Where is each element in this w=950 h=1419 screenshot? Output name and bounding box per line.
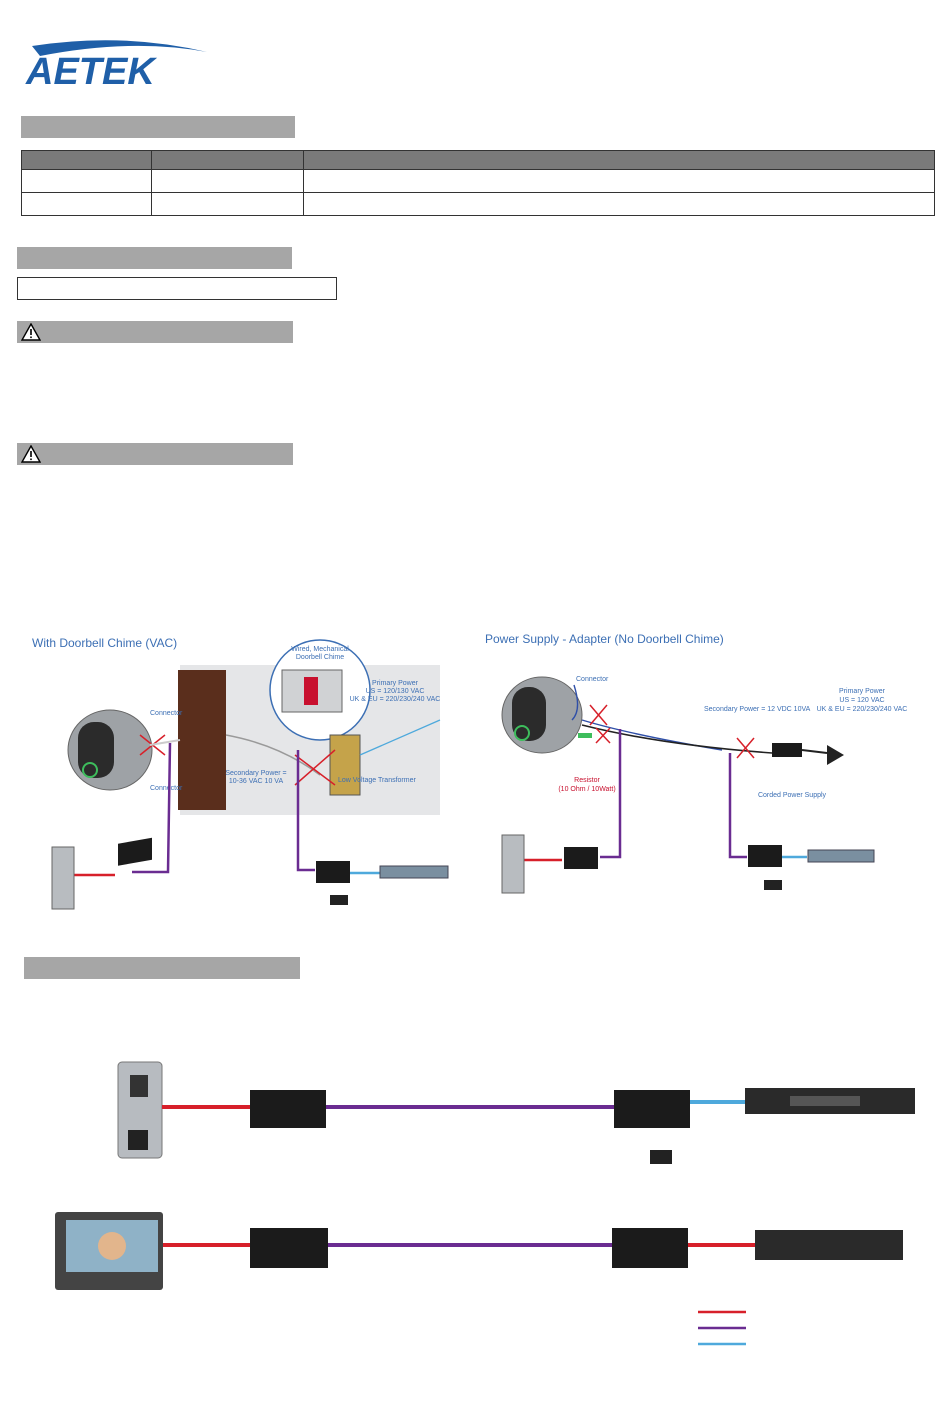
section-header-1 — [21, 116, 295, 138]
plug-icon — [827, 745, 844, 765]
secondary-power-label: Secondary Power = 12 VDC 10VA — [704, 706, 811, 713]
aetek-logo-icon: AETEK — [25, 40, 207, 93]
converter-icon — [250, 1090, 326, 1128]
diagram-left-title: With Doorbell Chime (VAC) — [32, 636, 177, 650]
cut-mark-icon — [294, 749, 336, 786]
primary-power-label: Primary Power — [839, 688, 886, 695]
table-header-cell — [303, 150, 935, 170]
primary-power-us: US = 120/130 VAC — [366, 688, 425, 695]
table-cell — [21, 192, 152, 216]
cut-mark-icon — [589, 704, 608, 726]
warning-header-1 — [17, 321, 293, 343]
section-header-2 — [17, 247, 292, 269]
table-cell — [151, 192, 304, 216]
converter-icon — [118, 837, 152, 866]
converter-icon — [748, 845, 782, 867]
converter-icon — [612, 1228, 688, 1268]
secondary-power-value: 10-36 VAC 10 VA — [229, 778, 284, 785]
door-station-icon — [501, 834, 525, 894]
table-header-cell — [21, 150, 152, 170]
connector-label: Connector — [576, 676, 609, 683]
secondary-power-label: Secondary Power = — [225, 770, 286, 777]
transformer-icon — [329, 734, 361, 796]
primary-power-eu: UK & EU = 220/230/240 VAC — [817, 706, 908, 713]
network-switch-icon — [807, 849, 875, 863]
power-adapter-icon — [330, 895, 348, 905]
empty-field-box — [17, 277, 337, 300]
logo-text: AETEK — [25, 51, 157, 90]
primary-power-label: Primary Power — [372, 680, 419, 687]
warning-icon — [21, 323, 41, 341]
resistor-label: Resistor — [574, 777, 600, 784]
power-supply-icon — [772, 743, 802, 757]
converter-icon — [316, 861, 350, 883]
connector-label-top: Connector — [150, 710, 183, 717]
door-station-icon — [51, 846, 75, 910]
corded-power-supply-label: Corded Power Supply — [758, 792, 827, 799]
converter-icon — [564, 847, 598, 869]
power-adapter-icon — [650, 1150, 672, 1164]
wood-wall — [178, 670, 226, 810]
table-header-cell — [151, 150, 304, 170]
network-switch-icon — [379, 865, 449, 879]
spec-table — [21, 150, 935, 216]
diagram-right-title: Power Supply - Adapter (No Doorbell Chim… — [485, 632, 724, 646]
primary-power-us: US = 120 VAC — [839, 697, 884, 704]
warning-header-2 — [17, 443, 293, 465]
table-row — [21, 192, 935, 216]
topology-diagram — [55, 1061, 915, 1346]
resistor-spec: (10 Ohm / 10Watt) — [558, 786, 615, 793]
cut-mark-icon — [595, 727, 611, 744]
table-row — [21, 169, 935, 193]
transformer-label: Low Voltage Transformer — [338, 777, 416, 784]
legend — [698, 1310, 746, 1346]
diagram-doorbell-chime: With Doorbell Chime (VAC) Wired, Mechani… — [32, 636, 449, 910]
diagram-power-adapter: Power Supply - Adapter (No Doorbell Chim… — [485, 632, 908, 894]
chime-label-2: Doorbell Chime — [296, 654, 344, 661]
chime-hammer — [304, 677, 318, 705]
converter-icon — [614, 1090, 690, 1128]
primary-power-eu: UK & EU = 220/230/240 VAC — [350, 696, 441, 703]
table-cell — [303, 192, 935, 216]
cut-mark-icon — [736, 737, 755, 759]
poe-switch-icon — [755, 1230, 903, 1260]
section-header-3 — [24, 957, 300, 979]
table-cell — [21, 169, 152, 193]
power-adapter-icon — [764, 880, 782, 890]
chime-label-1: Wired, Mechanical — [291, 646, 349, 653]
table-cell — [151, 169, 304, 193]
resistor-icon — [578, 733, 592, 738]
logo: AETEK — [22, 38, 222, 95]
table-cell — [303, 169, 935, 193]
converter-icon — [250, 1228, 328, 1268]
warning-icon — [21, 445, 41, 463]
connector-label-bottom: Connector — [150, 785, 183, 792]
table-header-row — [21, 150, 935, 170]
